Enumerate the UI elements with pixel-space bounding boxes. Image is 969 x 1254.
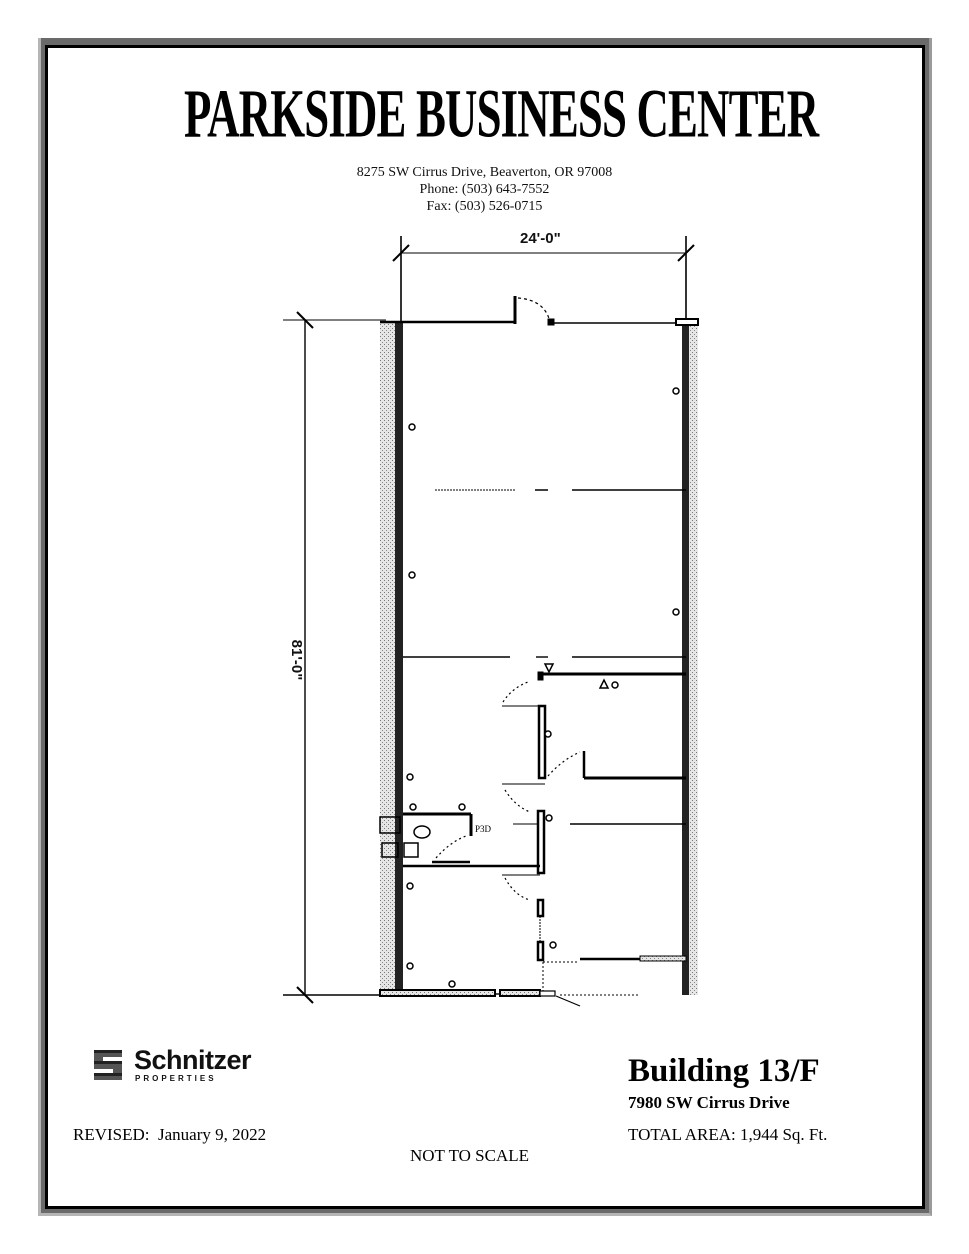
schnitzer-logo: Schnitzer PROPERTIES: [90, 1045, 252, 1083]
revised-date: REVISED: January 9, 2022: [73, 1125, 267, 1144]
interior-partitions: P3D: [379, 489, 687, 995]
top-wall: [380, 296, 699, 326]
left-wall-hatch: [380, 322, 395, 995]
fax-text: Fax: (503) 526-0715: [426, 199, 543, 214]
length-dimension-label: 81'-0": [288, 640, 305, 681]
right-wall: [682, 322, 689, 995]
electrical-symbols: [406, 387, 680, 988]
phone-text: Phone: (503) 643-7552: [419, 182, 550, 197]
width-dimension: [392, 236, 695, 322]
left-wall: [395, 322, 403, 995]
total-area: TOTAL AREA: 1,944 Sq. Ft.: [628, 1125, 828, 1144]
logo-subtitle: PROPERTIES: [135, 1074, 217, 1083]
building-name: Building 13/F: [628, 1053, 820, 1089]
contact-block: 8275 SW Cirrus Drive, Beaverton, OR 9700…: [0, 164, 969, 215]
svg-text:P3D: P3D: [475, 824, 492, 834]
width-dimension-label: 24'-0": [520, 230, 561, 247]
logo-name: Schnitzer: [134, 1045, 252, 1075]
right-wall-hatch: [689, 322, 698, 995]
page-title-container: PARKSIDE BUSINESS CENTER: [0, 74, 969, 152]
building-street: 7980 SW Cirrus Drive: [628, 1093, 790, 1112]
page-border-inner: [45, 45, 925, 1209]
scale-note: NOT TO SCALE: [410, 1146, 530, 1165]
schnitzer-logo-icon: [94, 1050, 122, 1080]
address-text: 8275 SW Cirrus Drive, Beaverton, OR 9700…: [356, 165, 613, 180]
bottom-wall: [379, 989, 640, 1007]
page-title: PARKSIDE BUSINESS CENTER: [184, 75, 819, 153]
length-dimension: [283, 311, 386, 1004]
